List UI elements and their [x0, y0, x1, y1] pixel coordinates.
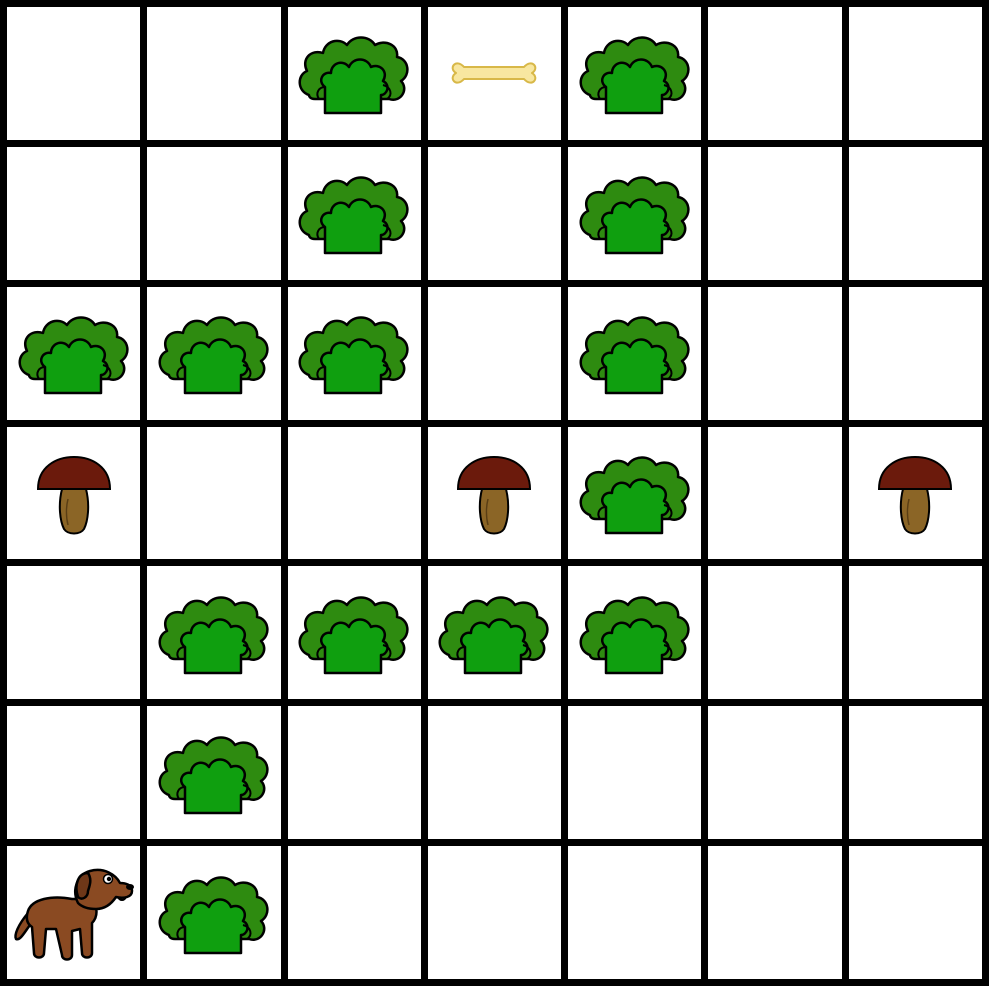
grid-cell-r2-c1	[7, 147, 147, 287]
grid-cell-r1-c1	[7, 7, 147, 147]
bush-icon	[155, 869, 273, 957]
grid-cell-r2-c5	[568, 147, 708, 287]
grid-cell-r5-c1	[7, 566, 147, 706]
mushroom-icon	[454, 451, 534, 535]
grid-cell-r1-c3	[288, 7, 428, 147]
grid-cell-r4-c3	[288, 427, 428, 567]
grid-cell-r5-c4	[428, 566, 568, 706]
bush-icon	[576, 169, 694, 257]
grid-cell-r1-c7	[849, 7, 989, 147]
bush-icon	[295, 589, 413, 677]
grid-cell-r7-c1	[7, 846, 147, 986]
bush-icon	[15, 309, 133, 397]
grid-cell-r1-c6	[708, 7, 848, 147]
grid-cell-r7-c2	[147, 846, 287, 986]
grid-cell-r4-c4	[428, 427, 568, 567]
grid-cell-r3-c7	[849, 287, 989, 427]
mushroom-icon	[875, 451, 955, 535]
grid-cell-r7-c3	[288, 846, 428, 986]
grid-cell-r5-c7	[849, 566, 989, 706]
grid-cell-r4-c2	[147, 427, 287, 567]
bush-icon	[295, 309, 413, 397]
bush-icon	[576, 589, 694, 677]
grid-cell-r5-c6	[708, 566, 848, 706]
grid-cell-r2-c2	[147, 147, 287, 287]
grid-cell-r2-c4	[428, 147, 568, 287]
mushroom-icon	[34, 451, 114, 535]
grid-cell-r2-c3	[288, 147, 428, 287]
bush-icon	[435, 589, 553, 677]
grid-cell-r3-c4	[428, 287, 568, 427]
grid-cell-r7-c7	[849, 846, 989, 986]
bush-icon	[155, 729, 273, 817]
bone-icon	[450, 56, 538, 90]
grid-cell-r7-c6	[708, 846, 848, 986]
grid-cell-r6-c2	[147, 706, 287, 846]
grid-cell-r6-c5	[568, 706, 708, 846]
grid-cell-r2-c6	[708, 147, 848, 287]
bush-icon	[155, 309, 273, 397]
grid-cell-r3-c6	[708, 287, 848, 427]
grid-cell-r3-c3	[288, 287, 428, 427]
grid-cell-r7-c5	[568, 846, 708, 986]
grid-cell-r4-c5	[568, 427, 708, 567]
grid-cell-r7-c4	[428, 846, 568, 986]
dog-icon	[12, 863, 136, 963]
grid-cell-r2-c7	[849, 147, 989, 287]
grid-cell-r4-c6	[708, 427, 848, 567]
grid-cell-r1-c5	[568, 7, 708, 147]
bush-icon	[576, 29, 694, 117]
grid-cell-r3-c1	[7, 287, 147, 427]
grid-cell-r6-c7	[849, 706, 989, 846]
bush-icon	[155, 589, 273, 677]
grid-cell-r3-c5	[568, 287, 708, 427]
bush-icon	[576, 449, 694, 537]
grid-cell-r3-c2	[147, 287, 287, 427]
grid-cell-r6-c3	[288, 706, 428, 846]
grid-cell-r6-c1	[7, 706, 147, 846]
bush-icon	[295, 169, 413, 257]
grid-cell-r1-c2	[147, 7, 287, 147]
grid-cell-r5-c5	[568, 566, 708, 706]
grid-cell-r5-c3	[288, 566, 428, 706]
grid-cell-r4-c1	[7, 427, 147, 567]
grid-cell-r1-c4	[428, 7, 568, 147]
grid-cell-r6-c6	[708, 706, 848, 846]
bush-icon	[576, 309, 694, 397]
grid-cell-r6-c4	[428, 706, 568, 846]
grid-cell-r4-c7	[849, 427, 989, 567]
bush-icon	[295, 29, 413, 117]
grid-cell-r5-c2	[147, 566, 287, 706]
